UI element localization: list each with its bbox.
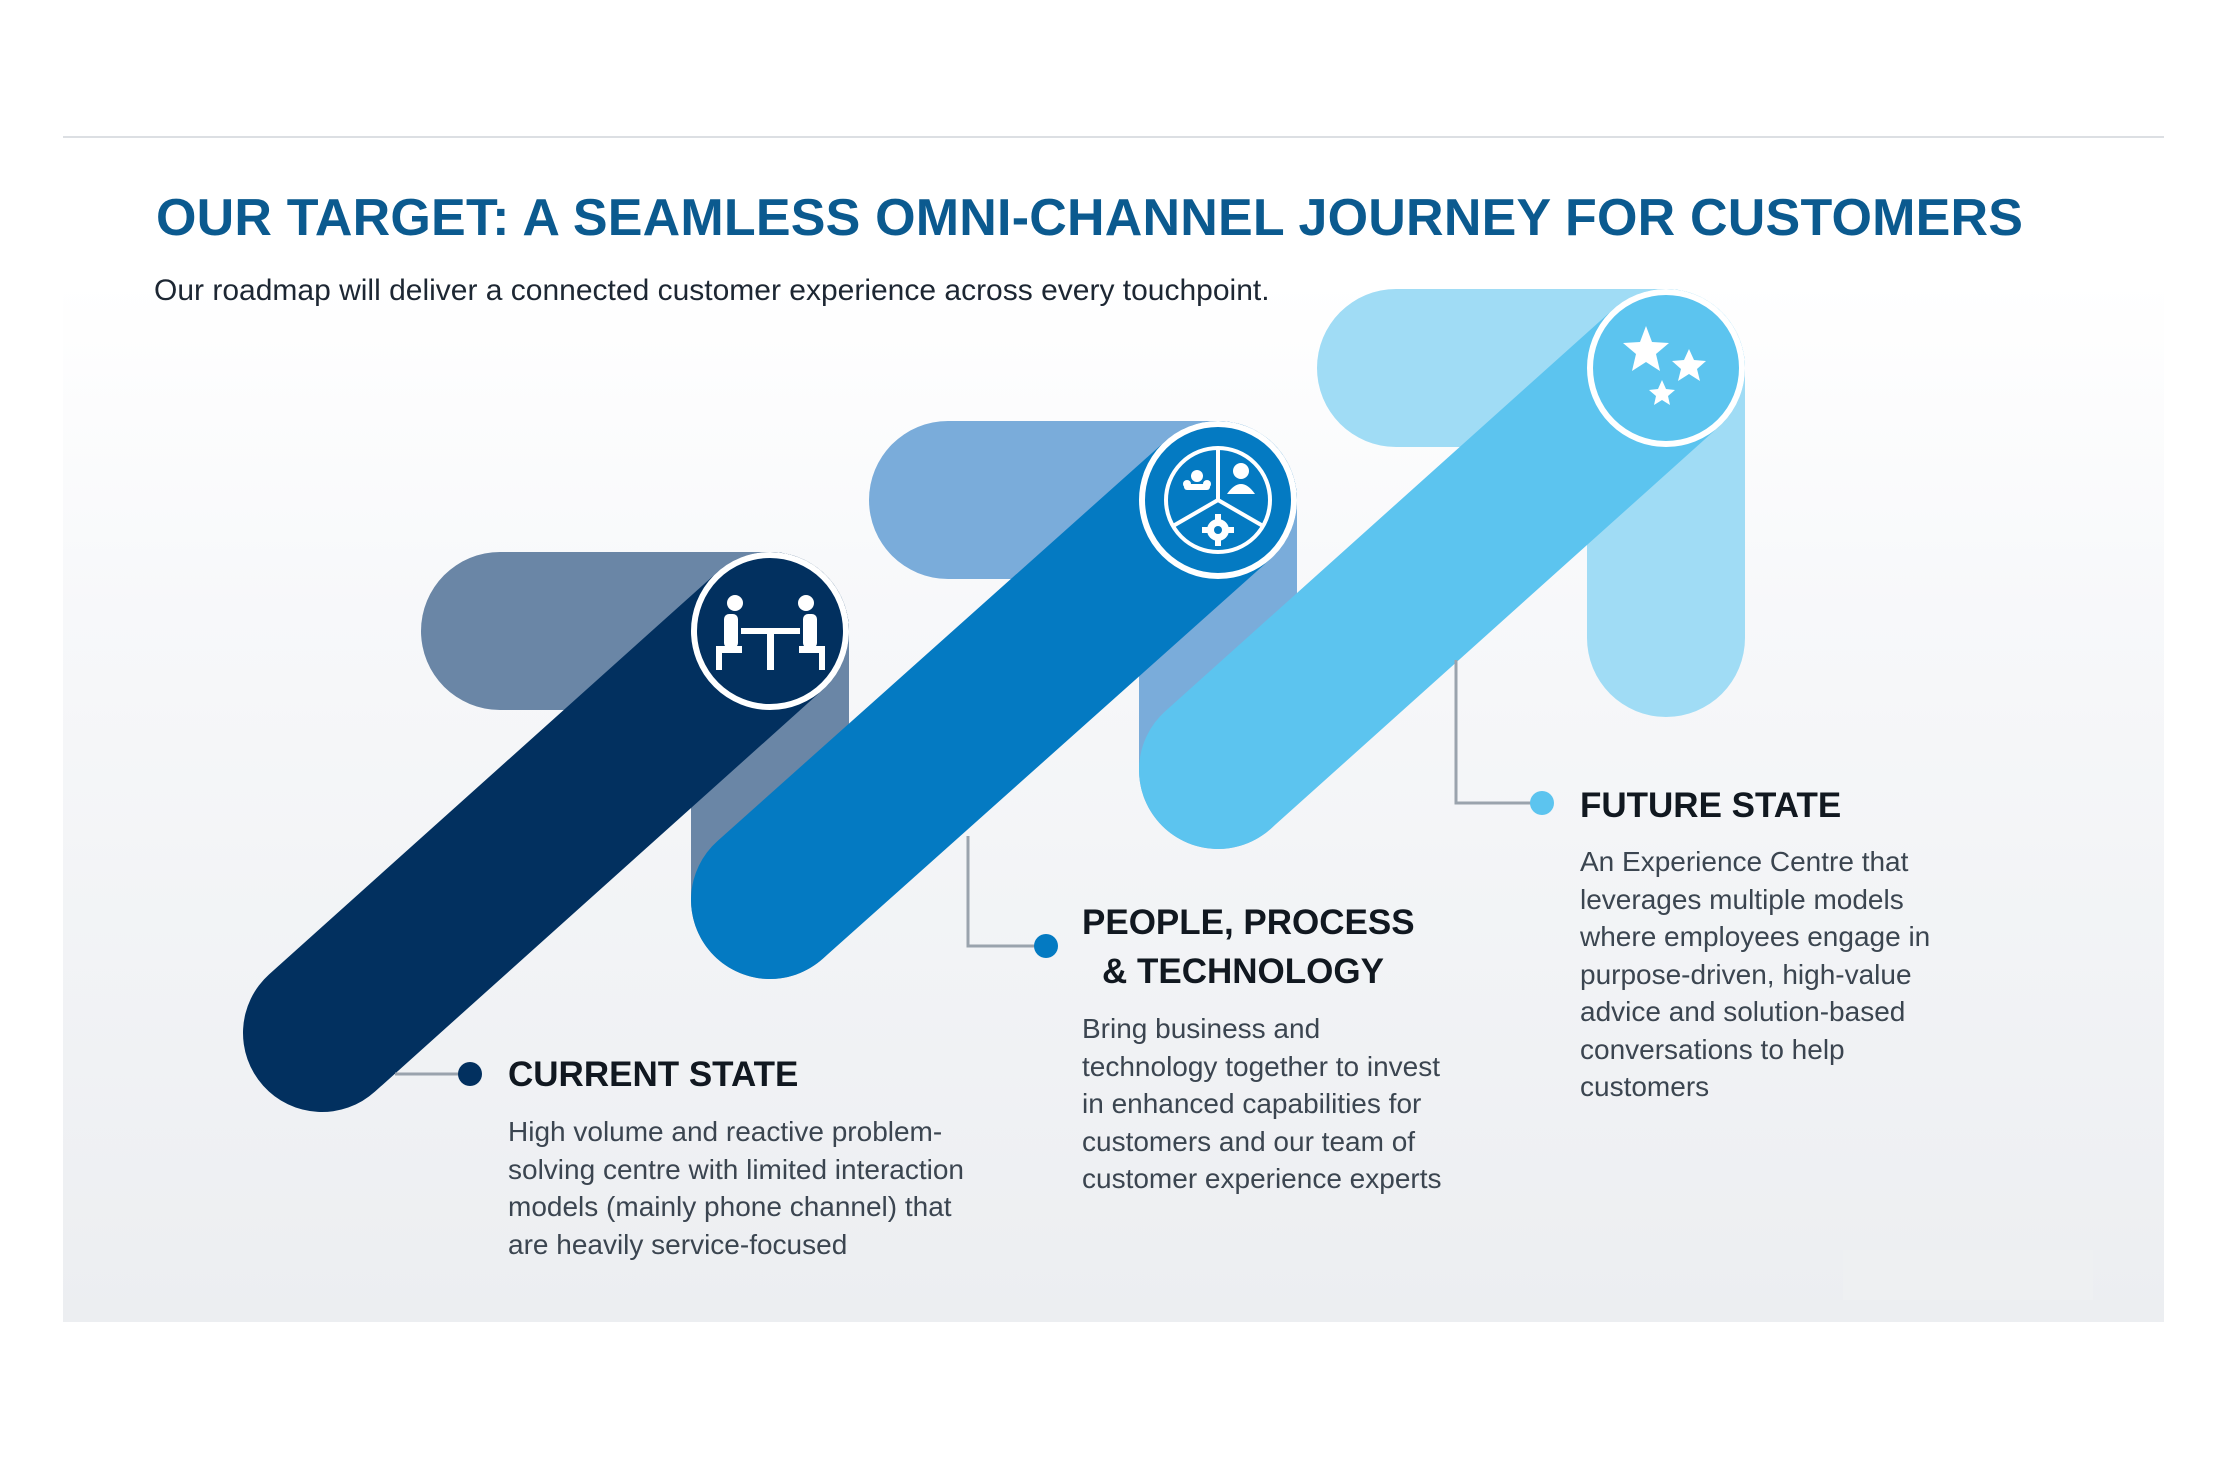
stage-1-description: High volume and reactive problem- solvin…: [508, 1116, 964, 1260]
page-title: OUR TARGET: A SEAMLESS OMNI-CHANNEL JOUR…: [156, 189, 2024, 247]
stage-2-bullet: [1034, 934, 1058, 958]
page-subtitle: Our roadmap will deliver a connected cus…: [154, 274, 1270, 307]
stage-1-arrow: [243, 552, 849, 1112]
stage-2-heading: PEOPLE, PROCESS & TECHNOLOGY: [1082, 903, 1415, 991]
meeting-table-icon: [691, 552, 849, 710]
stage-3-bullet: [1530, 791, 1554, 815]
stage-3-description: An Experience Centre that leverages mult…: [1580, 846, 1931, 1102]
stage-3-heading: FUTURE STATE: [1580, 786, 1842, 825]
stage-1-bullet: [458, 1062, 482, 1086]
people-process-technology-icon: [1139, 421, 1297, 579]
stage-2-connector: [966, 836, 1058, 958]
stage-1-arrow-diagonal: [243, 552, 849, 1112]
slide-background: [63, 136, 2164, 1322]
faint-block: [1843, 1250, 2093, 1300]
stage-3-arrow-diagonal: [1139, 289, 1745, 849]
stage-2-arrow-diagonal: [691, 421, 1297, 979]
stars-icon: [1587, 289, 1745, 447]
stage-1-heading: CURRENT STATE: [508, 1055, 799, 1094]
stage-3-connector: [1454, 660, 1554, 815]
stage-1-connector: [395, 1062, 482, 1086]
stage-2-description: Bring business and technology together t…: [1082, 1013, 1442, 1194]
